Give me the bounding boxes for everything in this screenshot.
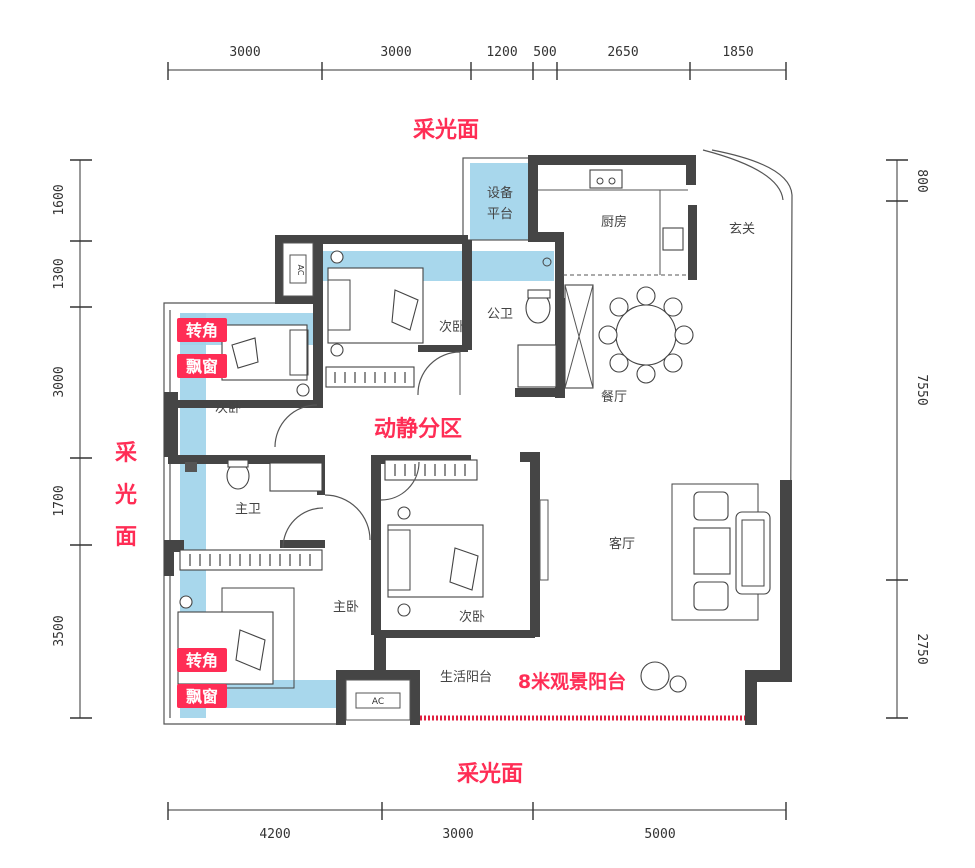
room-public-bath: 公卫 — [487, 307, 513, 322]
zone-label: 动静分区 — [374, 416, 462, 442]
bay-window-tag-1: 转角 飘窗 — [177, 318, 227, 378]
kitchen-counter — [538, 169, 688, 276]
bay-window-2-line2: 飘窗 — [186, 687, 218, 706]
dim-top-4: 500 — [533, 45, 556, 60]
room-kitchen: 厨房 — [601, 214, 627, 230]
dim-top-2: 3000 — [380, 45, 411, 60]
bay-window-1-line1: 转角 — [186, 321, 218, 340]
balcony-view-label: 8米观景阳台 — [518, 670, 626, 693]
light-side-bottom: 采光面 — [457, 762, 523, 787]
dim-bottom-1: 4200 — [259, 827, 290, 842]
room-equipment-line1: 设备 — [487, 185, 513, 201]
bed-middle-bedroom — [380, 459, 549, 617]
light-side-left: 采 光 面 — [114, 441, 137, 550]
ac-unit-top: AC — [282, 242, 314, 297]
dim-right-2: 7550 — [914, 374, 929, 405]
public-bath-fixtures — [517, 257, 557, 388]
dim-bottom-2: 3000 — [442, 827, 473, 842]
room-equipment-line2: 平台 — [487, 207, 513, 222]
light-left-char-2: 光 — [114, 483, 137, 508]
dining-table — [598, 286, 694, 384]
master-wardrobe — [179, 549, 323, 571]
dim-right-1: 800 — [914, 169, 929, 192]
room-labels: 设备 平台 厨房 玄关 次卧 公卫 次卧 餐厅 主卫 客厅 主卧 次卧 生活阳台 — [215, 185, 755, 685]
light-left-char-1: 采 — [115, 441, 137, 466]
dim-left-5: 3500 — [52, 615, 67, 646]
dimension-bottom: 4200 3000 5000 — [167, 802, 787, 842]
room-dining: 餐厅 — [601, 389, 627, 405]
living-sofa — [671, 483, 771, 621]
room-bedroom-left: 次卧 — [215, 400, 241, 416]
walls — [164, 155, 792, 725]
dim-top-5: 2650 — [607, 45, 638, 60]
dim-top-6: 1850 — [722, 45, 753, 60]
ac-unit-bottom: AC — [345, 679, 411, 721]
dimension-top: 3000 3000 1200 500 2650 1850 — [167, 45, 787, 80]
bed-left-bedroom — [221, 324, 318, 448]
dim-left-1: 1600 — [52, 184, 67, 215]
room-master-bath: 主卫 — [235, 502, 261, 517]
dimension-left: 1600 1300 3000 1700 3500 — [52, 159, 92, 719]
ac-label-top: AC — [296, 265, 305, 276]
dim-left-3: 3000 — [52, 366, 67, 397]
room-bedroom-mid: 次卧 — [459, 609, 485, 625]
bay-window-2-line1: 转角 — [186, 651, 218, 670]
bay-window-tag-2: 转角 飘窗 — [177, 648, 227, 708]
light-side-top: 采光面 — [413, 118, 479, 143]
dimension-right: 800 7550 2750 — [886, 159, 929, 719]
dim-left-4: 1700 — [52, 485, 67, 516]
bay-window-1-line2: 飘窗 — [186, 357, 218, 376]
room-bedroom-top: 次卧 — [439, 319, 465, 335]
dining-cabinet — [564, 284, 594, 389]
room-master: 主卧 — [333, 600, 359, 615]
room-entrance: 玄关 — [729, 222, 755, 237]
room-living: 客厅 — [609, 536, 635, 552]
dim-top-1: 3000 — [229, 45, 260, 60]
dim-bottom-3: 5000 — [644, 827, 675, 842]
light-left-char-3: 面 — [115, 525, 137, 550]
bed-top-bedroom — [325, 250, 461, 396]
room-balcony: 生活阳台 — [440, 670, 492, 685]
master-bath-fixtures — [185, 459, 371, 549]
dim-top-3: 1200 — [486, 45, 517, 60]
dim-left-2: 1300 — [52, 258, 67, 289]
ac-label-bottom: AC — [372, 697, 384, 707]
balcony-table — [640, 661, 687, 693]
dim-right-3: 2750 — [914, 633, 929, 664]
